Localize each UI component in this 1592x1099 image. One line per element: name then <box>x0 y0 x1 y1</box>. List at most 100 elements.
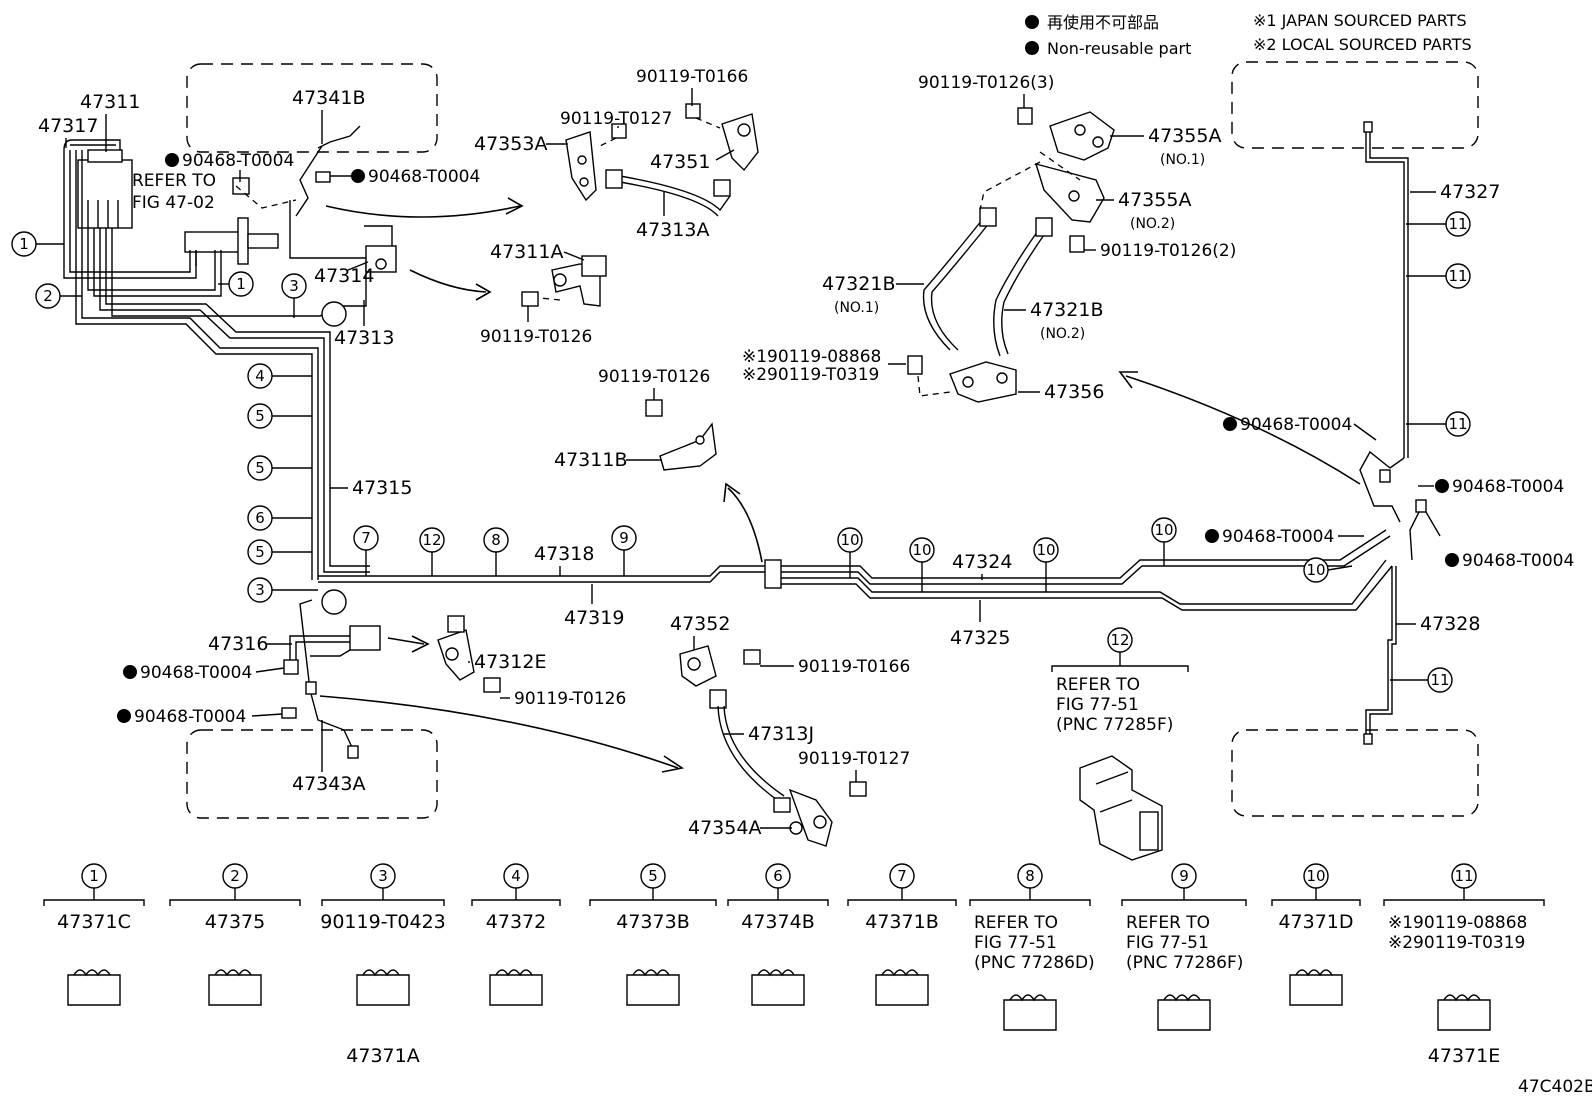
svg-text:6: 6 <box>255 509 265 527</box>
svg-text:3: 3 <box>255 581 265 599</box>
bottom-part-label: (PNC 77286D) <box>974 953 1095 973</box>
bottom-part-number: 5 <box>648 867 658 885</box>
svg-text:12: 12 <box>1110 631 1129 649</box>
label-47316: 47316 <box>208 633 268 655</box>
label-47319: 47319 <box>564 607 624 629</box>
label-90119-T0126-c: 90119-T0126 <box>514 689 626 709</box>
label-47351: 47351 <box>650 151 710 173</box>
refer-12-line1: REFER TO <box>1056 675 1140 695</box>
pipes-left <box>63 139 372 580</box>
bottom-part-label: ※290119-T0319 <box>1388 933 1525 953</box>
callout-11c: 11 <box>1406 411 1471 437</box>
label-47328: 47328 <box>1420 613 1480 635</box>
bottom-part-2: 2 47375 <box>169 863 301 1006</box>
label-90119-T0319-a: ※290119-T0319 <box>742 365 879 385</box>
callout-12: 12 <box>419 527 445 576</box>
label-90468-d: 90468-T0004 <box>1452 477 1564 497</box>
bottom-part-label: 47372 <box>486 911 546 933</box>
svg-text:5: 5 <box>255 459 265 477</box>
label-47341B: 47341B <box>292 87 365 109</box>
callout-10c: 10 <box>1033 537 1059 592</box>
label-47321B-1: 47321B <box>822 273 895 295</box>
figure-code: 47C402B <box>1518 1077 1592 1097</box>
callout-6: 6 <box>247 505 312 531</box>
label-90468-c: 90468-T0004 <box>1240 415 1352 435</box>
callout-8: 8 <box>483 527 509 576</box>
svg-text:10: 10 <box>1306 561 1325 579</box>
bottom-part-label: 47375 <box>205 911 265 933</box>
label-47327: 47327 <box>1440 181 1500 203</box>
callout-10a: 10 <box>837 527 863 578</box>
label-90119-T0126-2: 90119-T0126(2) <box>1100 241 1236 261</box>
clip-icon <box>1289 974 1343 1006</box>
label-no1-b: (NO.1) <box>834 300 879 316</box>
coil-47313 <box>321 301 347 327</box>
svg-text:7: 7 <box>361 529 371 547</box>
callout-2: 2 <box>35 283 82 309</box>
callout-5a: 5 <box>247 403 312 429</box>
label-90119-T0126-b: 90119-T0126 <box>598 367 710 387</box>
label-47318: 47318 <box>534 543 594 565</box>
svg-text:1: 1 <box>19 235 29 253</box>
legend-note-1: ※1 JAPAN SOURCED PARTS <box>1253 11 1467 30</box>
label-47315: 47315 <box>352 477 412 499</box>
bottom-part-label: ※190119-08868 <box>1388 913 1527 933</box>
callout-1: 1 <box>11 231 64 257</box>
dashed-box-bottom-right <box>1231 729 1479 817</box>
legend: 再使用不可部品 Non-reusable part ※1 JAPAN SOURC… <box>1025 11 1472 58</box>
label-47311: 47311 <box>80 91 140 113</box>
legend-en: Non-reusable part <box>1047 39 1191 58</box>
bottom-part-label: 47371B <box>865 911 938 933</box>
label-47325: 47325 <box>950 627 1010 649</box>
svg-text:12: 12 <box>422 531 441 549</box>
refer-12-line2: FIG 77-51 <box>1056 695 1139 715</box>
bottom-part-number: 4 <box>511 867 521 885</box>
label-47355A-2: 47355A <box>1118 189 1191 211</box>
label-90119-08868-a: ※190119-08868 <box>742 347 881 367</box>
callouts: 1 1 2 3 4 5 5 <box>11 211 1471 693</box>
clip-icon <box>626 974 680 1006</box>
label-47317: 47317 <box>38 115 98 137</box>
label-47313: 47313 <box>334 327 394 349</box>
dashed-box-bottom-left <box>186 729 438 819</box>
callout-7: 7 <box>353 525 379 576</box>
refer-fig-2: FIG 47-02 <box>132 193 215 213</box>
svg-text:11: 11 <box>1430 671 1449 689</box>
label-47321B-2: 47321B <box>1030 299 1103 321</box>
label-90468-f: 90468-T0004 <box>1462 551 1574 571</box>
bottom-part-label: 47371C <box>57 911 131 933</box>
callout-12b: 12 <box>1051 627 1189 672</box>
label-47343A: 47343A <box>292 773 365 795</box>
bottom-part-label: 90119-T0423 <box>320 911 446 933</box>
label-47324: 47324 <box>952 551 1012 573</box>
svg-text:5: 5 <box>255 407 265 425</box>
bottom-part-label: 47374B <box>741 911 814 933</box>
svg-text:10: 10 <box>912 541 931 559</box>
bottom-part-number: 2 <box>230 867 240 885</box>
label-47313J: 47313J <box>748 723 814 745</box>
callout-11a: 11 <box>1406 211 1471 237</box>
clip-icon <box>208 974 262 1006</box>
legend-note-2: ※2 LOCAL SOURCED PARTS <box>1253 35 1472 54</box>
svg-text:9: 9 <box>619 529 629 547</box>
label-47313A: 47313A <box>636 219 709 241</box>
bottom-part-label: (PNC 77286F) <box>1126 953 1243 973</box>
label-90119-T0166-a: 90119-T0166 <box>636 67 748 87</box>
pipes-right <box>1359 121 1427 745</box>
dashed-connectors <box>235 117 721 301</box>
part-labels: 47311 47317 47341B 90468-T0004 90468-T00… <box>38 67 1574 839</box>
label-90119-T0127-a: 90119-T0127 <box>560 109 672 129</box>
label-47352: 47352 <box>670 613 730 635</box>
clip-icon <box>1437 999 1491 1031</box>
callout-4: 4 <box>247 363 312 389</box>
bottom-part-4: 4 47372 <box>471 863 561 1006</box>
label-90119-T0166-b: 90119-T0166 <box>798 657 910 677</box>
bottom-part-label: REFER TO <box>974 913 1058 933</box>
svg-text:2: 2 <box>43 287 53 305</box>
valve-assembly <box>77 149 279 265</box>
label-90468-e: 90468-T0004 <box>1222 527 1334 547</box>
svg-text:4: 4 <box>255 367 265 385</box>
